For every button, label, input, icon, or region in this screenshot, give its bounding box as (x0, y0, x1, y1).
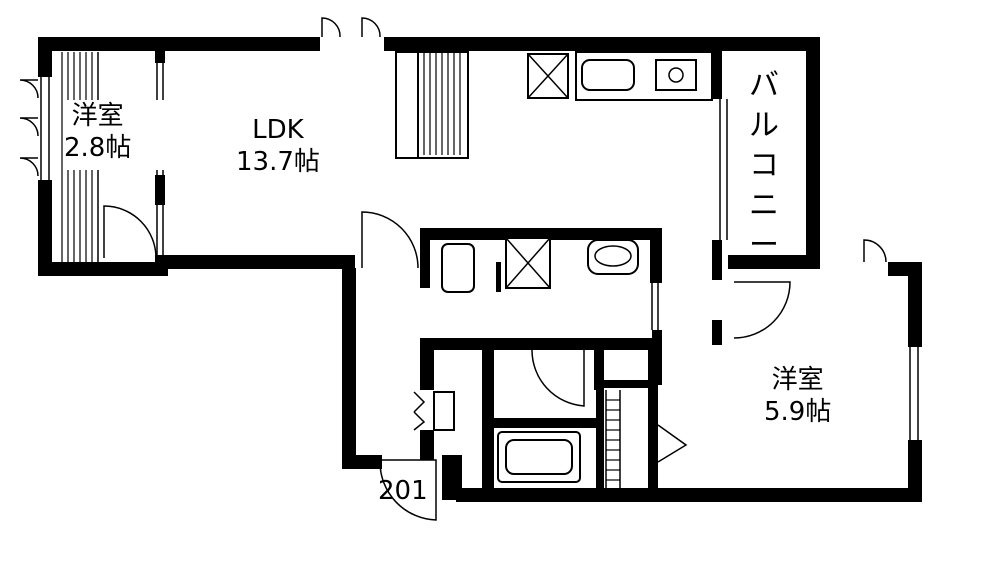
doors (19, 17, 887, 521)
room-name: 洋室 (771, 365, 824, 395)
room-size: 13.7帖 (236, 147, 320, 177)
room-size: 2.8帖 (64, 133, 132, 163)
room-name: LDK (252, 115, 304, 145)
interior-walls (155, 51, 722, 500)
kitchen (527, 51, 713, 101)
balcony-char: ル (749, 108, 779, 143)
balcony-char: コ (749, 148, 779, 183)
room-label-western-large: 洋室 5.9帖 (764, 364, 831, 428)
closet-hatch (61, 52, 166, 262)
unit-number: 201 (378, 476, 428, 506)
bathtub (497, 431, 581, 483)
room-label-western-small: 洋室 2.8帖 (64, 100, 131, 164)
washroom-fixtures (441, 237, 639, 293)
room-name: 洋室 (71, 101, 124, 131)
room-size: 5.9帖 (764, 397, 832, 427)
shoe-box (413, 391, 455, 431)
balcony-char: ー (749, 228, 779, 263)
outer-walls (38, 37, 922, 502)
room-label-ldk: LDK 13.7帖 (236, 114, 320, 178)
balcony-char: バ (749, 68, 779, 103)
balcony-char: ニ (749, 188, 779, 223)
storage-hatch (395, 51, 469, 159)
room-label-balcony: バ ル コ ニ ー (742, 66, 786, 266)
large-closet (605, 390, 688, 488)
